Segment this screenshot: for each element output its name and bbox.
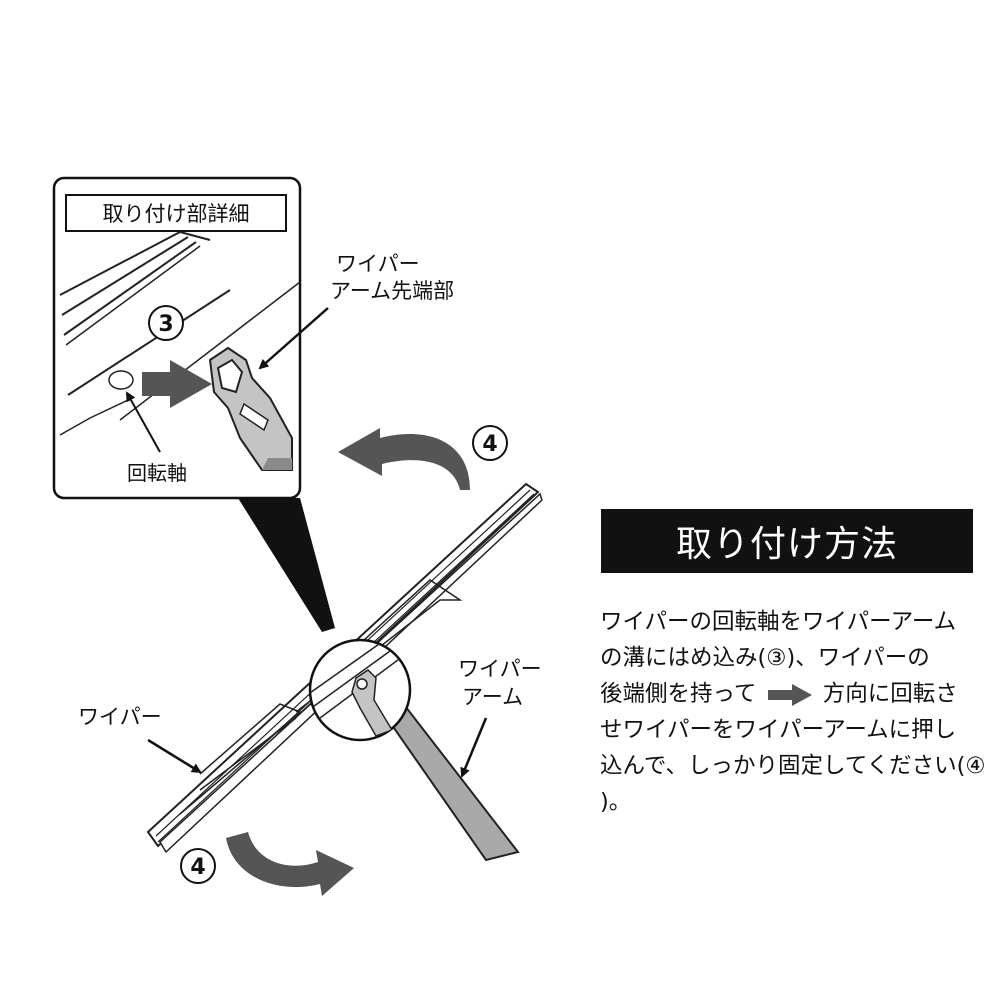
- detail-box: 取り付け部詳細 3: [52, 176, 302, 500]
- direction-arrow-icon: [767, 683, 812, 706]
- arm-tip-leader: [258, 307, 329, 370]
- instruction-line: 込んで、しっかり固定してください(④: [600, 753, 986, 779]
- pivot-label: 回転軸: [127, 461, 187, 485]
- detail-pointer-wedge: [238, 498, 335, 632]
- instruction-text: 後端側を持って: [600, 681, 757, 707]
- step-four-marker-bottom: [180, 848, 216, 884]
- wiper-label: ワイパー: [78, 705, 162, 729]
- step-three-number: 3: [158, 312, 173, 337]
- rotate-arrow-top-icon: [338, 428, 470, 490]
- instruction-line-with-arrow: 後端側を持って 方向に回転さ: [600, 676, 985, 712]
- step-four-marker-top: [472, 425, 508, 461]
- instruction-line: )。: [600, 789, 632, 815]
- instruction-text: 方向に回転さ: [822, 681, 958, 707]
- wiper-arm: [378, 700, 520, 862]
- step-three-marker: [148, 305, 184, 341]
- insert-arrow-icon: [142, 360, 212, 408]
- instruction-line: ワイパーの回転軸をワイパーアーム: [600, 609, 957, 635]
- rotate-arrow-bottom-icon: [226, 832, 354, 896]
- arm-label-line1: ワイパー: [458, 657, 542, 681]
- arm-tip-label-line1: ワイパー: [336, 252, 420, 276]
- instruction-line: の溝にはめ込み(③)、ワイパーの: [600, 645, 930, 671]
- arm-tip-shape: [208, 346, 293, 471]
- detail-title: 取り付け部詳細: [103, 202, 250, 226]
- arm-label-line2: アーム: [462, 685, 523, 709]
- arm-leader: [460, 717, 488, 778]
- step-four-number-top: 4: [482, 432, 497, 457]
- wiper-leader: [147, 738, 202, 774]
- instructions: ワイパーの回転軸をワイパーアーム の溝にはめ込み(③)、ワイパーの 後端側を持っ…: [600, 604, 986, 820]
- magnified-circle: [308, 638, 412, 742]
- detail-wiper-blade: [59, 231, 300, 436]
- arm-tip-label-line2: アーム先端部: [330, 279, 454, 303]
- pivot-leader: [126, 391, 161, 453]
- instruction-line: せワイパーをワイパーアームに押し: [600, 717, 957, 743]
- step-four-number-bottom: 4: [190, 855, 205, 880]
- method-title-text: 取り付け方法: [675, 524, 898, 565]
- pivot-pin: [108, 370, 134, 390]
- method-title: 取り付け方法: [601, 509, 973, 573]
